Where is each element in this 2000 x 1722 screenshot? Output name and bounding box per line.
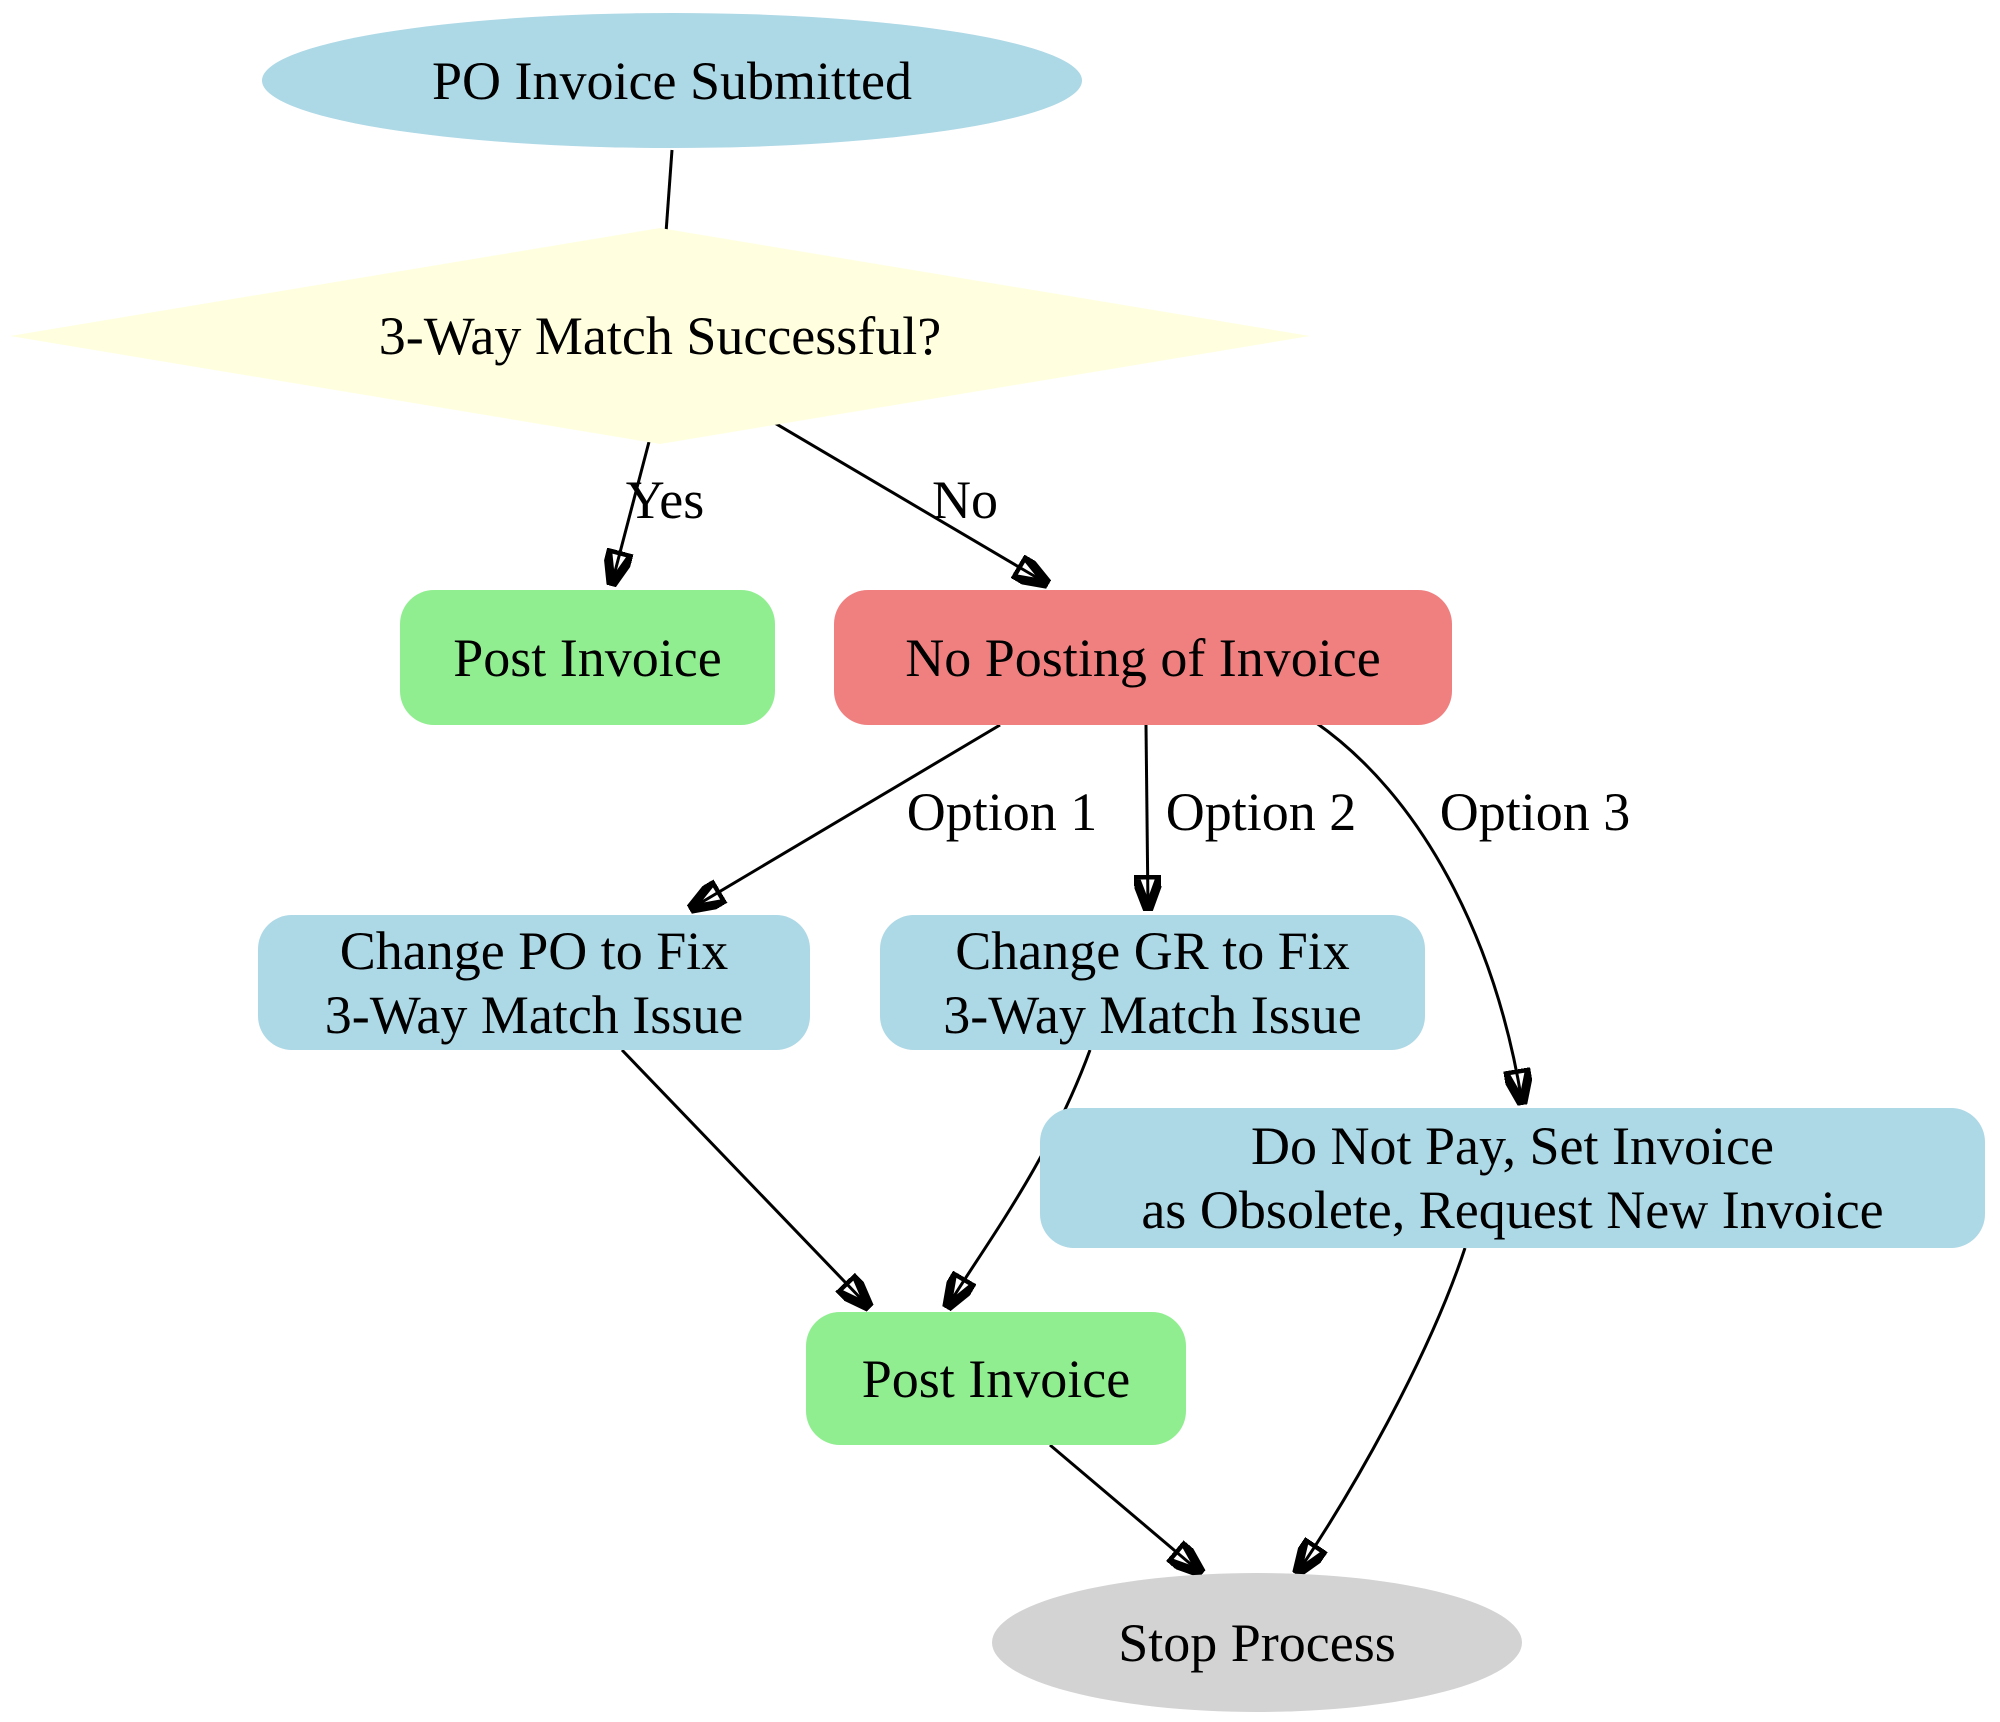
node-change-gr-to-fix: Change GR to Fix 3-Way Match Issue — [880, 915, 1425, 1050]
edge-decision-yes — [612, 437, 652, 583]
edge-donotpay-to-stop — [1298, 1247, 1467, 1572]
edge-label-option-1: Option 1 — [906, 782, 1098, 842]
node-post-invoice-1: Post Invoice — [400, 590, 775, 725]
node-label: Stop Process — [1118, 1612, 1396, 1673]
node-post-invoice-2: Post Invoice — [806, 1312, 1186, 1445]
edge-changegr-to-post — [948, 1049, 1092, 1306]
node-label: No Posting of Invoice — [905, 627, 1381, 688]
edge-label-option-3: Option 3 — [1439, 782, 1631, 842]
edge-option-1 — [692, 723, 1001, 908]
node-label: 3-Way Match Issue — [943, 984, 1362, 1045]
node-do-not-pay-obsolete: Do Not Pay, Set Invoice as Obsolete, Req… — [1040, 1108, 1985, 1248]
node-stop-process: Stop Process — [992, 1573, 1522, 1712]
node-no-posting-of-invoice: No Posting of Invoice — [834, 590, 1452, 725]
node-label: Change PO to Fix — [339, 920, 729, 981]
node-label: Do Not Pay, Set Invoice — [1251, 1116, 1774, 1176]
edge-label-option-2: Option 2 — [1165, 782, 1357, 842]
node-label: 3-Way Match Issue — [324, 984, 744, 1045]
node-label: 3-Way Match Successful? — [378, 306, 942, 366]
node-label: as Obsolete, Request New Invoice — [1141, 1180, 1884, 1240]
edge-label-no: No — [932, 470, 998, 530]
edge-changepo-to-post — [620, 1048, 868, 1306]
node-po-invoice-submitted: PO Invoice Submitted — [262, 13, 1082, 148]
node-label: PO Invoice Submitted — [432, 50, 912, 111]
edge-option-2 — [1146, 724, 1148, 908]
node-label: Change GR to Fix — [955, 920, 1350, 981]
node-label: Post Invoice — [861, 1348, 1131, 1409]
edge-option-3 — [1314, 720, 1522, 1102]
edge-post-to-stop — [1049, 1443, 1200, 1572]
node-change-po-to-fix: Change PO to Fix 3-Way Match Issue — [258, 915, 810, 1050]
edge-label-yes: Yes — [625, 470, 705, 530]
node-label: Post Invoice — [453, 627, 722, 688]
edge-decision-no — [755, 410, 1046, 583]
